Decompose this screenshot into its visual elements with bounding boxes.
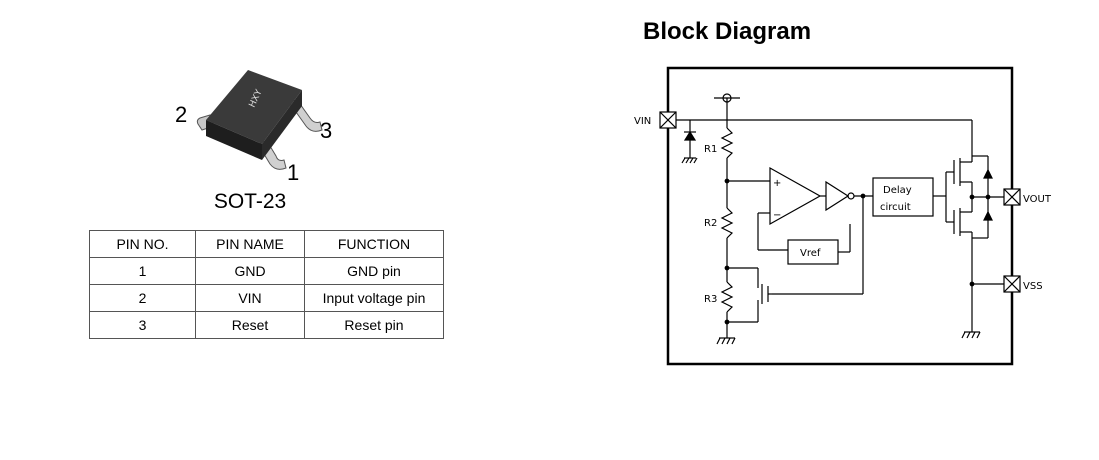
comparator-minus-label: −	[773, 210, 781, 221]
table-row: 2 VIN Input voltage pin	[89, 284, 444, 312]
table-row: 3 Reset Reset pin	[89, 311, 444, 339]
r1-resistor	[720, 127, 734, 159]
vss-label: VSS	[1023, 281, 1043, 292]
r2-label: R2	[704, 218, 717, 229]
cell-function: Reset pin	[304, 311, 444, 339]
vin-label: VIN	[634, 116, 651, 127]
table-header-row: PIN NO. PIN NAME FUNCTION	[89, 230, 444, 258]
vout-label: VOUT	[1023, 194, 1052, 205]
comparator	[769, 166, 822, 226]
sot23-package-illustration: HXY	[170, 60, 350, 220]
package-body-top	[206, 70, 302, 144]
sot23-package-drawing: HXY	[196, 70, 323, 170]
pin-label-2: 2	[175, 102, 188, 127]
cell-function: Input voltage pin	[304, 284, 444, 312]
package-body-side	[206, 120, 262, 160]
output-stage	[946, 155, 1004, 239]
cell-pin-name: Reset	[195, 311, 305, 339]
r1-label: R1	[704, 144, 717, 155]
pin-label-3: 3	[320, 118, 333, 143]
r2-resistor	[720, 207, 734, 239]
header-function: FUNCTION	[304, 230, 444, 258]
package-name: SOT-23	[213, 190, 287, 213]
input-diode	[681, 120, 698, 164]
vout-terminal	[1003, 188, 1021, 206]
vin-terminal	[659, 111, 677, 129]
header-pin-name: PIN NAME	[195, 230, 305, 258]
r3-label: R3	[704, 294, 717, 305]
delay-label-line2: circuit	[880, 202, 911, 213]
delay-label-line1: Delay	[883, 185, 912, 196]
package-body-front	[262, 90, 302, 160]
cell-pin-name: GND	[195, 257, 305, 285]
comparator-plus-label: +	[773, 178, 781, 189]
cell-pin-no: 2	[89, 284, 196, 312]
ground-symbol-left	[716, 337, 736, 345]
hysteresis-transistor	[724, 265, 772, 325]
cell-pin-name: VIN	[195, 284, 305, 312]
block-diagram: VIN R1 R2 R3 + − Vref Delay circuit VOUT…	[634, 66, 1052, 366]
table-row: 1 GND GND pin	[89, 257, 444, 285]
cell-pin-no: 1	[89, 257, 196, 285]
vss-terminal	[1003, 275, 1021, 293]
ground-symbol-right	[961, 331, 981, 339]
pin-label-1: 1	[287, 160, 300, 185]
ic-boundary	[666, 66, 1014, 366]
r3-resistor	[720, 281, 734, 313]
vref-label: Vref	[800, 248, 821, 259]
pin-table: PIN NO. PIN NAME FUNCTION 1 GND GND pin …	[89, 230, 444, 339]
cell-function: GND pin	[304, 257, 444, 285]
cell-pin-no: 3	[89, 311, 196, 339]
buffer	[825, 180, 850, 212]
block-diagram-title: Block Diagram	[643, 18, 812, 45]
delay-circuit-block	[872, 177, 934, 217]
header-pin-no: PIN NO.	[89, 230, 196, 258]
